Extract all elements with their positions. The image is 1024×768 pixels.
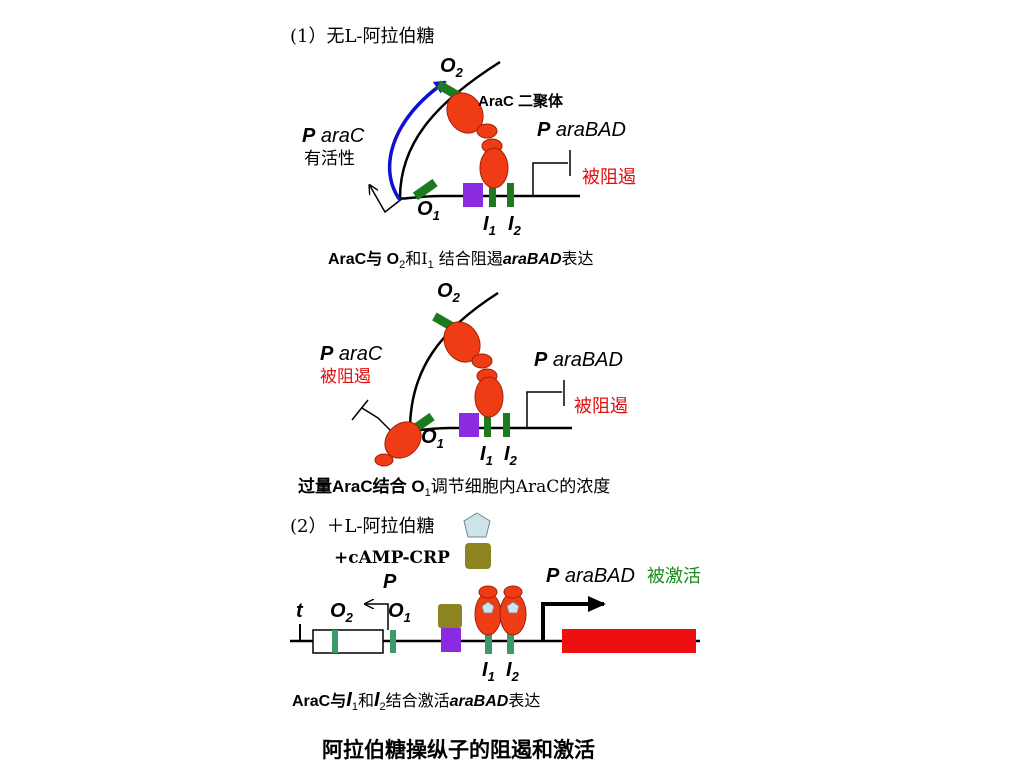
parac-arrow-3	[366, 604, 389, 630]
dna-loop-2	[408, 291, 499, 432]
o1-label-2: O1	[421, 426, 444, 451]
i1-site-2	[484, 413, 491, 437]
footer-title: 阿拉伯糖操纵子的阻遏和激活	[322, 737, 595, 762]
o1-label: O1	[417, 198, 440, 223]
parabad-label-2: P araBAD	[534, 349, 623, 371]
i2-label: I2	[508, 213, 522, 238]
i1-label-2: I1	[480, 443, 493, 468]
i2-site	[507, 183, 514, 207]
parabad-arrow-2	[526, 391, 562, 428]
arabad-gene-box	[562, 629, 696, 653]
o1-site-3	[390, 630, 396, 653]
panel1-title: (1）无L-阿拉伯糖	[290, 26, 435, 47]
panel-no-arabinose: (1）无L-阿拉伯糖 O2 O1 I1 I2 AraC 二聚体 P araC 有…	[290, 26, 636, 271]
p-label-3: P	[383, 571, 397, 593]
parac-label: P araC	[302, 125, 365, 147]
crp-site-2	[459, 413, 479, 437]
panel1-caption: AraC与 O2和I1 结合阻遏araBAD表达	[328, 249, 594, 271]
t-label: t	[296, 600, 304, 622]
crp-site-3	[441, 628, 461, 652]
o2-site-3	[332, 630, 338, 653]
camp-crp-label: +cAMP-CRP	[334, 548, 450, 568]
panel-with-arabinose: (2）＋L-阿拉伯糖 +cAMP-CRP t O2 O1 P I1 I2 P a…	[290, 512, 701, 713]
parabad-state-3: 被激活	[647, 566, 701, 587]
arac-gene-box	[312, 629, 384, 654]
o2-label-3: O2	[330, 600, 354, 625]
panel3-caption: AraC与I1和I2结合激活araBAD表达	[292, 689, 540, 713]
o2-label-2: O2	[437, 280, 461, 305]
parabad-arrow	[532, 162, 568, 196]
camp-crp-icon	[465, 543, 491, 569]
parac-state-2: 被阻遏	[320, 367, 371, 387]
arabinose-bound-1	[481, 601, 495, 614]
extra-arac-lower	[374, 453, 394, 467]
panel-excess-arac: O2 O1 I1 I2 P araC 被阻遏 P araBAD 被阻遏 过量Ar…	[298, 280, 628, 499]
panel2-caption: 过量AraC结合 O1调节细胞内AraC的浓度	[298, 476, 610, 499]
arac-dimer-upper	[446, 92, 484, 134]
arac-i2-top	[503, 585, 523, 599]
i2-label-2: I2	[504, 443, 518, 468]
panel3-title: (2）＋L-阿拉伯糖	[290, 516, 435, 537]
i2-label-3: I2	[506, 659, 520, 684]
parabad-label: P araBAD	[537, 119, 626, 141]
parabad-state-2: 被阻遏	[574, 396, 628, 417]
arac-i2	[499, 592, 527, 636]
parac-label-2: P araC	[320, 343, 383, 365]
o1-label-3: O1	[388, 600, 411, 625]
arac-dimer-lower	[479, 147, 509, 189]
o1-site	[412, 178, 438, 200]
i2-site-3	[507, 630, 514, 654]
arac-linker-1	[476, 123, 498, 139]
parabad-label-3: P araBAD	[546, 565, 635, 587]
arabinose-icon	[463, 512, 491, 538]
arac-i1	[474, 592, 502, 636]
parabad-state: 被阻遏	[582, 167, 636, 188]
crp-bound	[438, 604, 462, 628]
arac-dimer-label: AraC 二聚体	[478, 92, 564, 110]
i1-site-3	[485, 630, 492, 654]
parac-block-bar	[351, 399, 369, 421]
i1-site	[489, 183, 496, 207]
extra-arac-upper	[384, 421, 422, 459]
transcription-loop-arrow	[387, 80, 447, 202]
arac-i1-top	[478, 585, 498, 599]
parabad-active-arrow	[541, 596, 606, 641]
i1-label: I1	[483, 213, 496, 238]
crp-site	[463, 183, 483, 207]
parac-state: 有活性	[304, 149, 355, 169]
arabinose-bound-2	[506, 601, 520, 614]
parac-arrow	[370, 186, 404, 214]
i2-site-2	[503, 413, 510, 437]
o2-label: O2	[440, 55, 464, 80]
arac-dimer-lower-2	[474, 376, 504, 418]
i1-label-3: I1	[482, 659, 495, 684]
arac-linker-2a	[471, 353, 493, 369]
